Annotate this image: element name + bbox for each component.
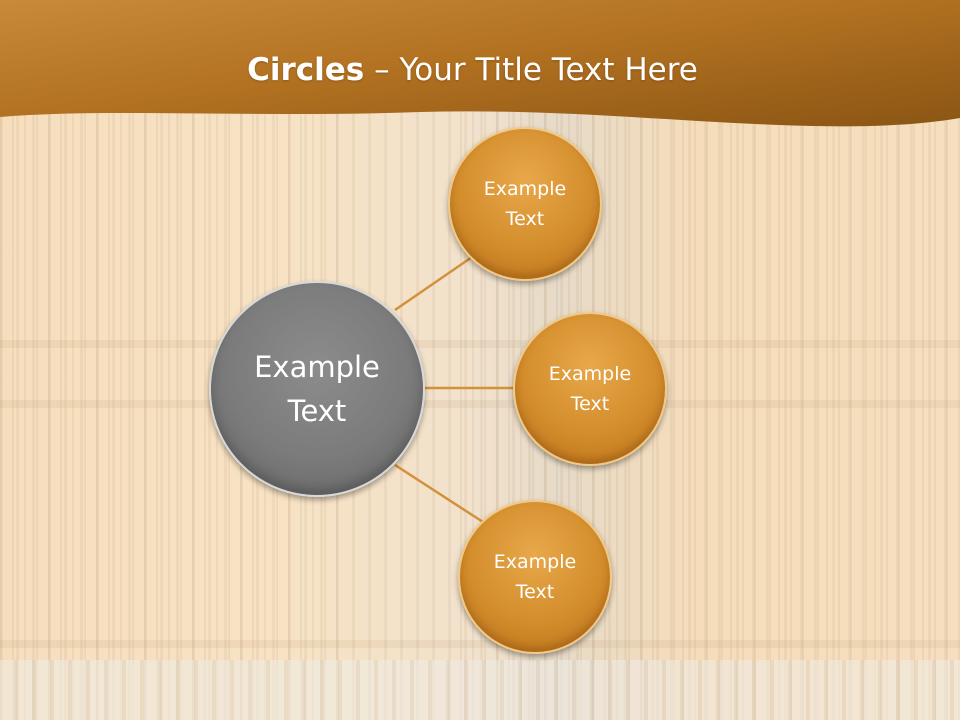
satellite-label-line2: Text bbox=[570, 393, 610, 415]
slide-title: Circles – Your Title Text Here bbox=[0, 52, 945, 88]
title-bold: Circles bbox=[247, 52, 365, 88]
header-banner bbox=[0, 0, 960, 127]
satellite-label-line1: Example bbox=[548, 363, 632, 385]
satellite-circle-top: Example Text bbox=[448, 127, 602, 281]
connector-top bbox=[394, 253, 476, 312]
center-label-line1: Example bbox=[254, 350, 380, 384]
center-circle: Example Text bbox=[209, 281, 425, 497]
satellite-circle-bottom: Example Text bbox=[458, 500, 612, 654]
satellite-label-line2: Text bbox=[505, 208, 545, 230]
container-seam bbox=[0, 400, 960, 408]
connector-bottom bbox=[394, 463, 484, 524]
container-column bbox=[670, 110, 960, 720]
satellite-label-line1: Example bbox=[483, 178, 567, 200]
container-seam bbox=[0, 640, 960, 648]
satellite-label-line1: Example bbox=[493, 551, 577, 573]
container-seam bbox=[0, 340, 960, 348]
satellite-label-line2: Text bbox=[515, 581, 555, 603]
satellite-circle-middle: Example Text bbox=[513, 312, 667, 466]
center-label-line2: Text bbox=[287, 394, 347, 428]
title-rest: – Your Title Text Here bbox=[364, 52, 698, 88]
container-row-bottom bbox=[0, 660, 960, 720]
